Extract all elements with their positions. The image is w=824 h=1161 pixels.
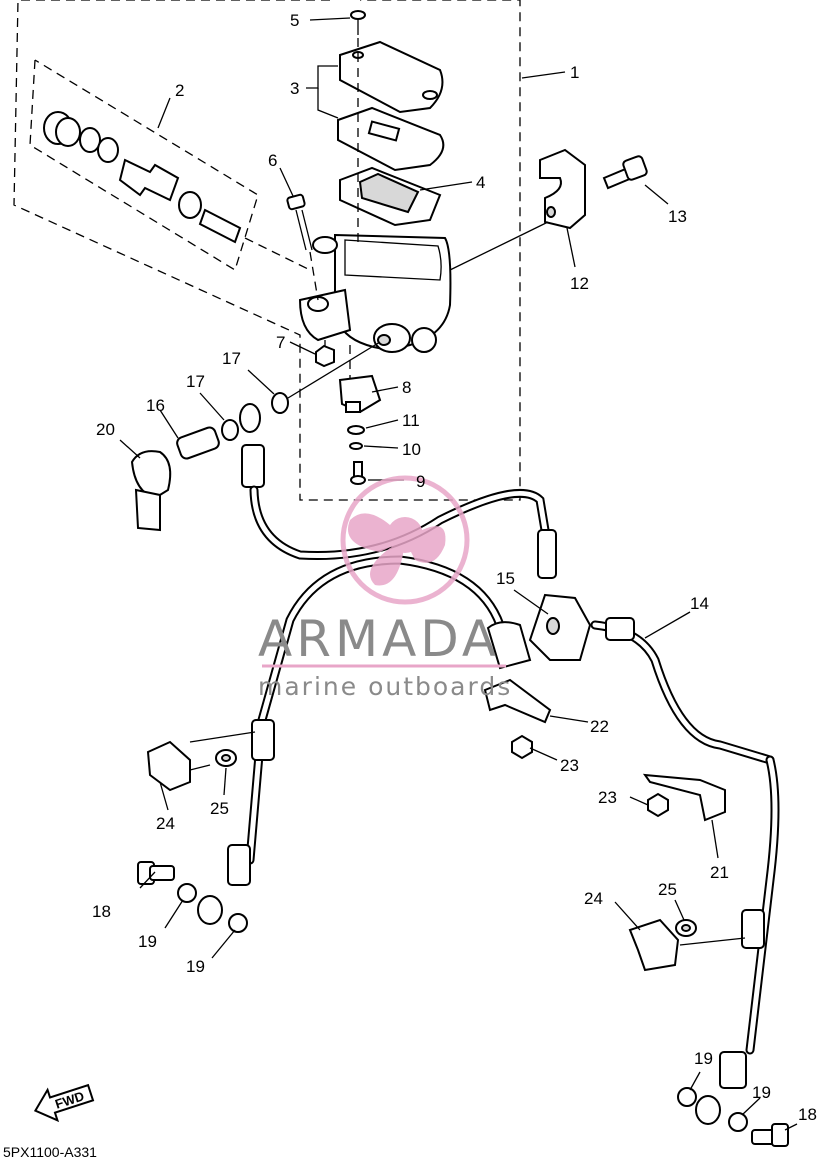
- callout-23-upper: 23: [560, 756, 579, 775]
- nut-25-left: [215, 749, 237, 767]
- forward-arrow: FWD: [33, 1083, 95, 1123]
- nut-7: [315, 340, 335, 368]
- callout-7: 7: [276, 333, 285, 352]
- diagram-code: 5PX1100-A331: [3, 1144, 97, 1160]
- banjo-bolt-18-left: [137, 861, 175, 885]
- callout-14: 14: [690, 594, 709, 613]
- callout-15: 15: [496, 569, 515, 588]
- callout-24-left: 24: [156, 814, 175, 833]
- callout-22: 22: [590, 717, 609, 736]
- callout-2: 2: [175, 81, 184, 100]
- callout-19-left-a: 19: [138, 932, 157, 951]
- armada-logo: [340, 475, 470, 605]
- callout-10: 10: [402, 440, 421, 459]
- left-brake-hose: [227, 555, 532, 886]
- callouts: 5 1 2 3 4 6 7 8 11 10 9 12 13 14 15 16 1…: [92, 11, 817, 1124]
- bolt-23-lower: [647, 792, 669, 818]
- clip-22: [483, 678, 552, 724]
- callout-3: 3: [290, 79, 299, 98]
- banjo-bolt-18-right: [751, 1123, 789, 1147]
- holder-24-left: [146, 740, 211, 792]
- callout-19-right-a: 19: [694, 1049, 713, 1068]
- callout-24-right: 24: [584, 889, 603, 908]
- callout-21: 21: [710, 863, 729, 882]
- callout-6: 6: [268, 151, 277, 170]
- callout-5: 5: [290, 11, 299, 30]
- screw-5: [350, 10, 366, 245]
- bolt-23-upper: [511, 734, 533, 760]
- bolt-13: [602, 155, 648, 190]
- callout-25-right: 25: [658, 880, 677, 899]
- callout-20: 20: [96, 420, 115, 439]
- callout-17-left: 17: [186, 372, 205, 391]
- leader-lines: [119, 17, 798, 1131]
- callout-9: 9: [416, 472, 425, 491]
- reservoir-cap-set: [337, 40, 445, 227]
- clamp-12: [449, 148, 586, 271]
- callout-19-left-b: 19: [186, 957, 205, 976]
- washers-19-left: [177, 883, 248, 933]
- callout-17-right: 17: [222, 349, 241, 368]
- callout-13: 13: [668, 207, 687, 226]
- washers-19-right: [677, 1087, 748, 1132]
- piston-kit-2: [43, 111, 311, 271]
- callout-8: 8: [402, 378, 411, 397]
- callout-19-right-b: 19: [752, 1083, 771, 1102]
- callout-12: 12: [570, 274, 589, 293]
- bolt-6: [286, 193, 319, 301]
- banjo-assembly: [130, 341, 381, 532]
- callout-16: 16: [146, 396, 165, 415]
- nut-25-right: [675, 919, 697, 937]
- callout-11: 11: [402, 411, 420, 430]
- callout-1: 1: [570, 63, 579, 82]
- watermark-tagline: marine outboards: [258, 672, 512, 701]
- callout-23-lower: 23: [598, 788, 617, 807]
- clip-21: [642, 773, 726, 822]
- assembly-outlines: [13, 0, 521, 501]
- switch-assembly: [338, 345, 382, 485]
- holder-24-right: [628, 918, 680, 972]
- hose-joint-15: [528, 593, 592, 661]
- callout-25-left: 25: [210, 799, 229, 818]
- callout-18-right: 18: [798, 1105, 817, 1124]
- master-cylinder-body: [298, 233, 452, 353]
- watermark-brand: ARMADA: [258, 610, 500, 668]
- callout-4: 4: [476, 173, 485, 192]
- callout-18-left: 18: [92, 902, 111, 921]
- brake-hose-14: [590, 617, 780, 1089]
